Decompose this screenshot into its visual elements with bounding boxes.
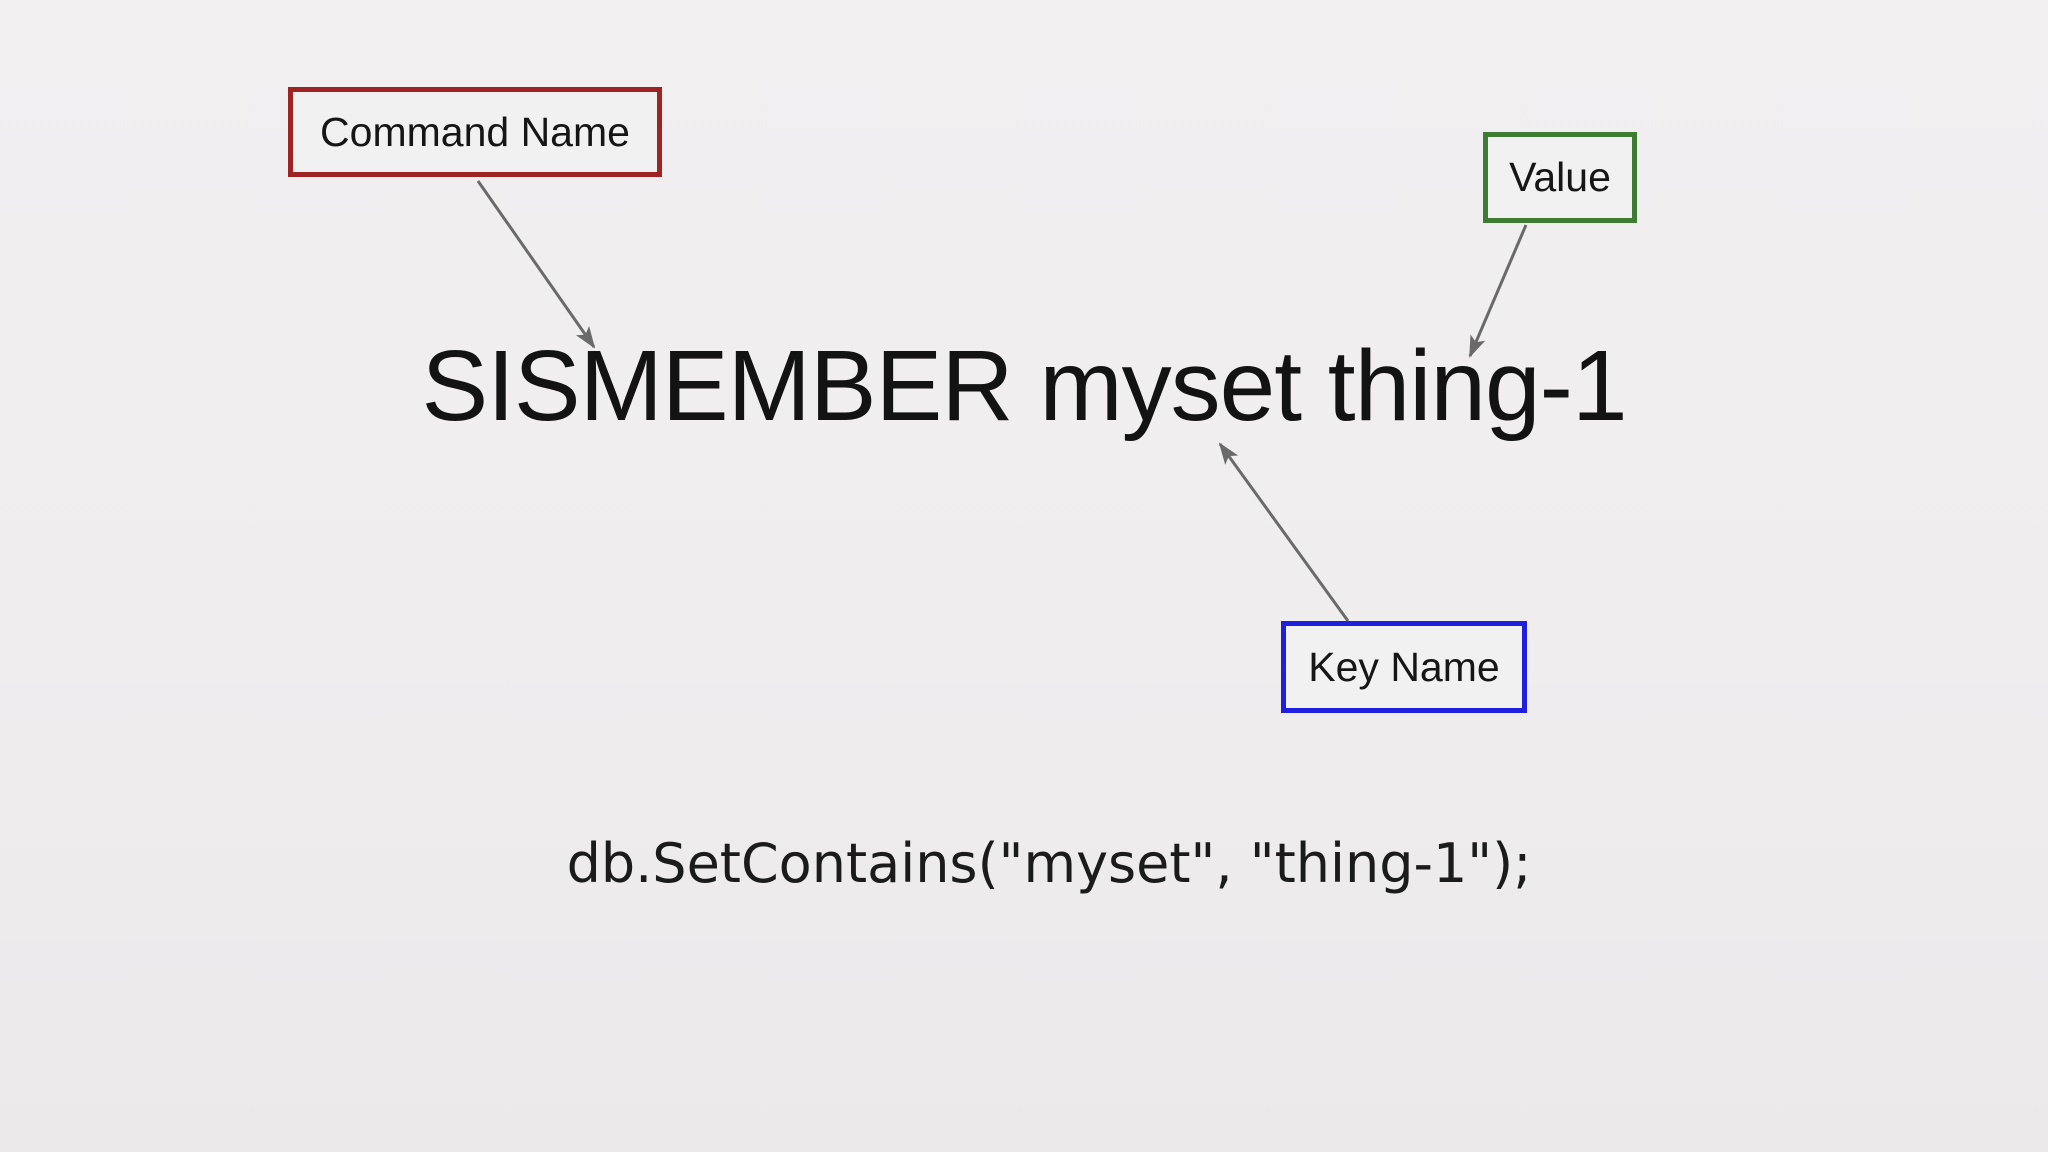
value-label-box: Value xyxy=(1483,132,1637,223)
command-name-label-text: Command Name xyxy=(320,108,630,155)
command-name-arrow xyxy=(476,180,596,349)
key-name-label-box: Key Name xyxy=(1281,621,1527,713)
key-name-label-text: Key Name xyxy=(1308,643,1500,690)
value-label-text: Value xyxy=(1509,154,1611,200)
code-snippet-text: db.SetContains("myset", "thing-1"); xyxy=(566,832,1532,895)
redis-command-text: SISMEMBER myset thing-1 xyxy=(421,330,1627,442)
command-name-label-box: Command Name xyxy=(288,87,662,177)
key-name-arrow xyxy=(1218,442,1350,622)
